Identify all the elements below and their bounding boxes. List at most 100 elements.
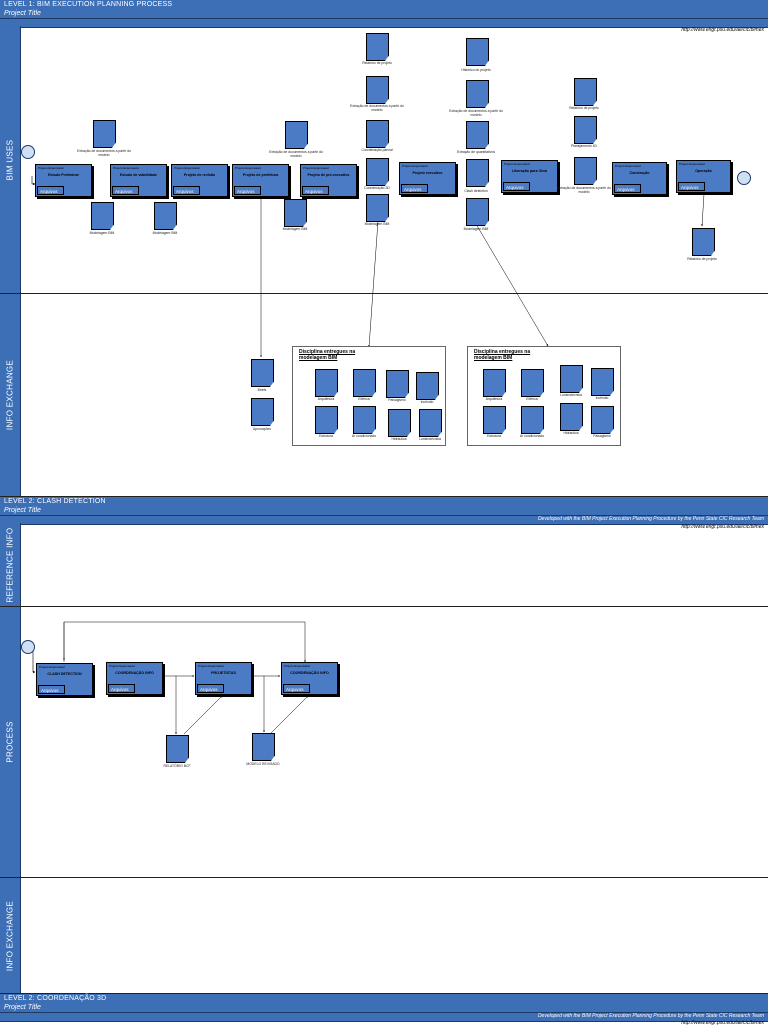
doc-extracao[interactable] xyxy=(366,76,389,104)
doc-label: Coordenação parcial xyxy=(361,148,393,152)
doc-label: Paisagismo xyxy=(593,434,611,438)
doc-ar-condicionado[interactable] xyxy=(353,406,376,434)
doc-coordenacao-3d[interactable] xyxy=(366,158,389,186)
doc-modelagem-bim-5[interactable] xyxy=(284,199,307,227)
doc-estrutura[interactable] xyxy=(315,406,338,434)
level2-coord-subheader: Developed with the BIM Project Execution… xyxy=(0,1012,768,1022)
doc-ar-condicionado-2[interactable] xyxy=(521,406,544,434)
doc-arquitetura-2[interactable] xyxy=(483,369,506,397)
doc-label: Arquitetura xyxy=(485,397,503,401)
doc-estrutura-2[interactable] xyxy=(483,406,506,434)
doc-label: Briefs xyxy=(257,388,267,392)
doc-extracao-5[interactable] xyxy=(285,121,308,149)
level2-clash-subheader: Developed with the BIM Project Execution… xyxy=(0,515,768,525)
doc-label: Elétrica xyxy=(526,397,538,401)
doc-modelagem-bim-4[interactable] xyxy=(154,202,177,230)
doc-label: Modelagem BIM xyxy=(364,222,390,226)
level1-subheader xyxy=(0,18,768,28)
lane-bim-uses: BIM USES xyxy=(0,26,768,294)
level2-clash-url: http://www.engr.psu.edu/ae/cic/bimex xyxy=(681,524,764,530)
doc-label: Extração de documentos a partir do model… xyxy=(269,150,323,158)
doc-label: Extração de documentos a partir do model… xyxy=(350,104,404,112)
doc-paisagismo[interactable] xyxy=(386,370,409,398)
doc-eletrica[interactable] xyxy=(353,369,376,397)
doc-aprovacoes[interactable] xyxy=(251,398,274,426)
doc-label: Estrutura xyxy=(487,434,501,438)
doc-historico-projeto[interactable] xyxy=(466,38,489,66)
doc-incendio-2[interactable] xyxy=(591,368,614,396)
start-event xyxy=(21,145,35,159)
doc-hidraulica-2[interactable] xyxy=(560,403,583,431)
doc-label: MODELO REVISADO xyxy=(246,762,280,766)
level2-clash-header: LEVEL 2: CLASH DETECTION Project Title xyxy=(0,497,768,516)
doc-planejamento-4d[interactable] xyxy=(574,116,597,144)
doc-briefs[interactable] xyxy=(251,359,274,387)
level2-coord-title: LEVEL 2: COORDENAÇÃO 3D xyxy=(4,995,107,1002)
doc-hidraulica[interactable] xyxy=(388,409,411,437)
doc-label: Relatório de projeto xyxy=(687,257,717,261)
doc-relatorio-projeto-2[interactable] xyxy=(574,78,597,106)
doc-relatorio-projeto[interactable] xyxy=(366,33,389,61)
doc-relatorio-projeto-3[interactable] xyxy=(692,228,715,256)
level2-clash-project-title: Project Title xyxy=(4,507,41,514)
doc-label: Incêndio xyxy=(420,400,434,404)
doc-label: Extração de documentos a partir do model… xyxy=(449,109,503,117)
lane-reference-info: REFERENCE INFO xyxy=(0,523,768,607)
doc-label: Modelagem BIM xyxy=(463,227,489,231)
level1-title: LEVEL 1: BIM EXECUTION PLANNING PROCESS xyxy=(4,1,173,8)
doc-extracao-2[interactable] xyxy=(466,80,489,108)
doc-modelagem-bim-3[interactable] xyxy=(91,202,114,230)
doc-quantitativos[interactable] xyxy=(466,121,489,149)
doc-label: Coordenação 3D xyxy=(364,186,390,190)
doc-relatorio-bcf[interactable] xyxy=(166,735,189,763)
lane-info-exchange-1: INFO EXCHANGE xyxy=(0,294,768,497)
doc-incendio[interactable] xyxy=(416,372,439,400)
doc-label: Extração de documentos a partir do model… xyxy=(77,149,131,157)
level1-url: http://www.engr.psu.edu/ae/cic/bimex xyxy=(681,27,764,33)
doc-label: Estrutura xyxy=(319,434,333,438)
doc-label: Relatório de projeto xyxy=(362,61,392,65)
doc-eletrica-2[interactable] xyxy=(521,369,544,397)
developed-note: Developed with the BIM Project Execution… xyxy=(537,516,764,522)
doc-label: Extração de documentos a partir do model… xyxy=(557,186,611,194)
level2-coord-url: http://www.engr.psu.edu/ae/cic/bimex xyxy=(681,1020,764,1026)
doc-label: Relatório de projeto xyxy=(569,106,599,110)
doc-paisagismo-2[interactable] xyxy=(591,406,614,434)
level2-clash-title: LEVEL 2: CLASH DETECTION xyxy=(4,498,106,505)
lane-process: PROCESS xyxy=(0,607,768,878)
doc-label: Modelagem BIM xyxy=(152,231,178,235)
doc-modelo-revisado[interactable] xyxy=(252,733,275,761)
doc-arquitetura[interactable] xyxy=(315,369,338,397)
doc-label: Elétrica xyxy=(358,397,370,401)
doc-luminotecnica-2[interactable] xyxy=(560,365,583,393)
doc-coordenacao-parcial[interactable] xyxy=(366,120,389,148)
doc-label: Paisagismo xyxy=(388,398,406,402)
doc-label: RELATÓRIO BCF xyxy=(163,764,191,768)
doc-extracao-3[interactable] xyxy=(574,157,597,185)
doc-label: Incêndio xyxy=(595,396,609,400)
doc-extracao-4[interactable] xyxy=(93,120,116,148)
doc-clash[interactable] xyxy=(466,159,489,187)
doc-label: Aprovações xyxy=(253,427,271,431)
group-title: Disciplina entregues na modelagem BIM xyxy=(474,349,531,361)
lane-label-reference-info: REFERENCE INFO xyxy=(0,523,21,606)
lane-label-info-exchange-2: INFO EXCHANGE xyxy=(0,878,21,993)
doc-luminotecnica[interactable] xyxy=(419,409,442,437)
level2-coord-project-title: Project Title xyxy=(4,1004,41,1011)
doc-modelagem-bim[interactable] xyxy=(366,194,389,222)
doc-modelagem-bim-2[interactable] xyxy=(466,198,489,226)
